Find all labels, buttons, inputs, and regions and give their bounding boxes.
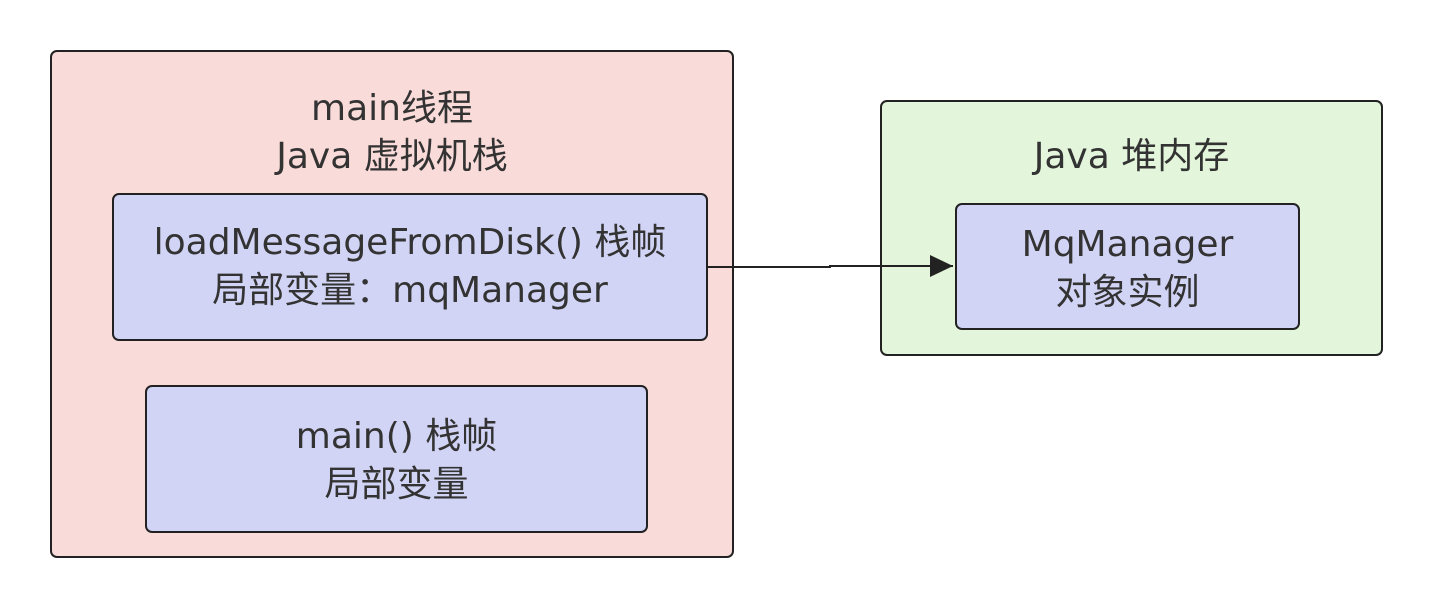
load-message-frame-label: loadMessageFromDisk() 栈帧 局部变量：mqManager — [114, 219, 706, 315]
load-message-frame-variable: 局部变量：mqManager — [212, 270, 608, 311]
java-heap-title: Java 堆内存 — [1033, 136, 1230, 177]
mq-manager-instance-node: MqManager 对象实例 — [955, 203, 1300, 330]
main-frame-variable: 局部变量 — [324, 464, 469, 505]
jvm-stack-label: main线程 Java 虚拟机栈 — [52, 85, 732, 181]
java-heap-label: Java 堆内存 — [882, 133, 1381, 181]
mq-manager-instance-label: MqManager 对象实例 — [957, 221, 1298, 317]
jvm-stack-subtitle: Java 虚拟机栈 — [276, 136, 508, 177]
mq-manager-instance-title: MqManager — [1021, 224, 1234, 265]
mq-manager-instance-subtitle: 对象实例 — [1055, 272, 1200, 313]
jvm-stack-title: main线程 — [311, 88, 473, 129]
main-frame-node: main() 栈帧 局部变量 — [145, 385, 648, 533]
load-message-frame-node: loadMessageFromDisk() 栈帧 局部变量：mqManager — [112, 193, 708, 341]
main-frame-title: main() 栈帧 — [295, 416, 498, 457]
load-message-frame-title: loadMessageFromDisk() 栈帧 — [153, 222, 667, 263]
main-frame-label: main() 栈帧 局部变量 — [147, 413, 646, 509]
